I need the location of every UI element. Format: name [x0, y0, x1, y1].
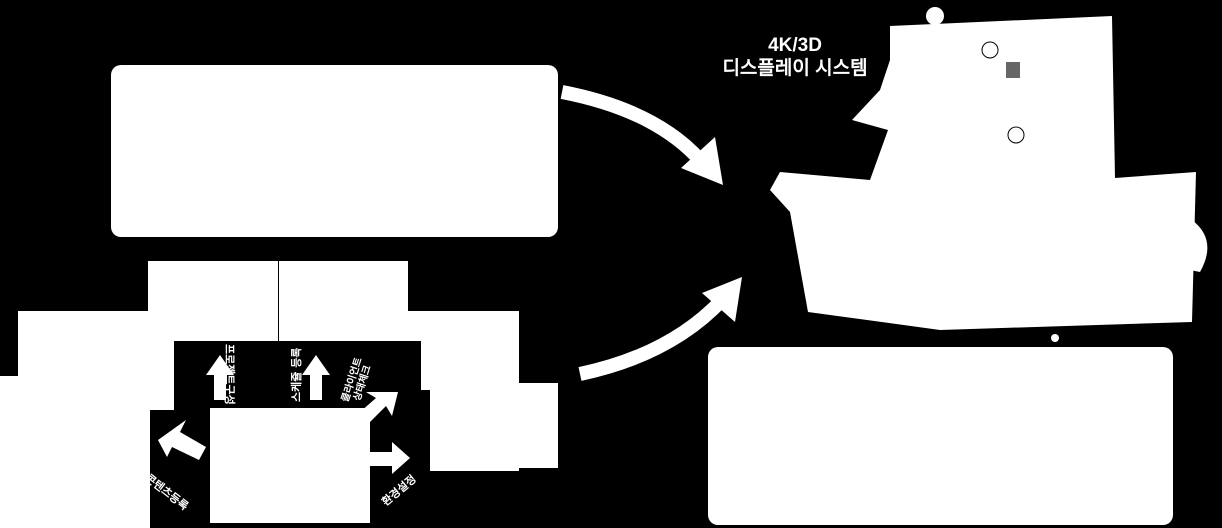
display-title-line1: 4K/3D — [768, 35, 822, 56]
bottom-right-panel — [708, 347, 1173, 525]
top-left-panel — [111, 65, 558, 237]
arrow-project-icon — [206, 355, 234, 400]
display-title-line2: 디스플레이 시스템 — [722, 58, 868, 79]
center-box — [210, 408, 370, 523]
arrow-schedule-icon — [302, 355, 330, 400]
arrow-top-to-display — [560, 85, 723, 185]
platform-low-left — [0, 376, 150, 528]
arrow-content-icon — [158, 420, 206, 460]
stage-left-wing — [150, 410, 190, 528]
step-label-schedule: 스케쥴 등록 — [290, 347, 303, 402]
stage-right-wing — [405, 390, 430, 528]
arrow-platform-to-display — [578, 277, 742, 381]
platform-low-right — [420, 383, 558, 468]
arrow-client-icon — [360, 392, 398, 422]
platform-divider — [278, 261, 279, 341]
arrow-settings-icon — [370, 442, 410, 474]
step-label-project: 프로젝트구성 — [223, 344, 236, 405]
display-system-title: 4K/3D 디스플레이 시스템 — [690, 34, 900, 80]
platform-top-right — [279, 261, 408, 341]
